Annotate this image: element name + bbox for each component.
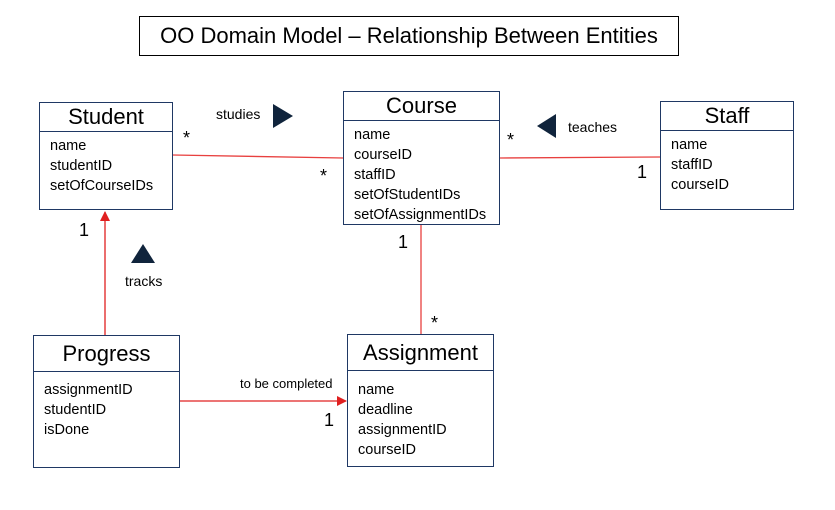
staff-class-name: Staff [661, 102, 793, 131]
diagram-title: OO Domain Model – Relationship Between E… [139, 16, 679, 56]
course-class-name: Course [344, 92, 499, 121]
assignment-class: Assignment name deadline assignmentID co… [347, 334, 494, 467]
assignment-attributes: name deadline assignmentID courseID [348, 371, 493, 460]
assignment-attr: courseID [358, 442, 417, 458]
progress-attr: assignmentID [44, 382, 133, 398]
student-attr: studentID [50, 158, 113, 174]
tracks-label: tracks [125, 273, 163, 289]
studies-label: studies [216, 106, 261, 122]
to-be-completed-assignment-multiplicity: 1 [324, 410, 335, 430]
staff-attr: staffID [671, 157, 713, 173]
teaches-direction-icon [537, 114, 556, 138]
assignment-attr: deadline [358, 402, 413, 418]
course-attr: setOfStudentIDs [354, 187, 461, 203]
teaches-label: teaches [568, 119, 618, 135]
student-attr: name [50, 138, 87, 154]
assignment-class-name: Assignment [348, 335, 493, 371]
staff-class: Staff name staffID courseID [660, 101, 794, 210]
student-attr: setOfCourseIDs [50, 178, 154, 194]
student-class-name: Student [40, 103, 172, 132]
teaches-staff-multiplicity: 1 [637, 162, 648, 182]
progress-class: Progress assignmentID studentID isDone [33, 335, 180, 468]
course-attr: setOfAssignmentIDs [354, 207, 487, 223]
teaches-line [499, 156, 661, 159]
studies-line [172, 154, 344, 159]
course-assignment-assignment-multiplicity: * [431, 313, 439, 333]
course-attr: staffID [354, 167, 396, 183]
course-attributes: name courseID staffID setOfStudentIDs se… [344, 121, 499, 225]
course-assignment-course-multiplicity: 1 [398, 232, 409, 252]
progress-attr: studentID [44, 402, 107, 418]
teaches-course-multiplicity: * [507, 130, 515, 150]
to-be-completed-label: to be completed [240, 376, 333, 391]
progress-class-name: Progress [34, 336, 179, 372]
studies-student-multiplicity: * [183, 128, 191, 148]
course-attr: courseID [354, 147, 413, 163]
course-class: Course name courseID staffID setOfStuden… [343, 91, 500, 225]
student-class: Student name studentID setOfCourseIDs [39, 102, 173, 210]
studies-direction-icon [273, 104, 293, 128]
course-attr: name [354, 127, 391, 143]
tracks-direction-icon [131, 244, 155, 263]
student-attributes: name studentID setOfCourseIDs [40, 132, 172, 196]
staff-attr: courseID [671, 177, 730, 193]
staff-attr: name [671, 137, 708, 153]
progress-attributes: assignmentID studentID isDone [34, 372, 179, 440]
staff-attributes: name staffID courseID [661, 131, 793, 195]
assignment-attr: assignmentID [358, 422, 447, 438]
studies-course-multiplicity: * [320, 166, 328, 186]
tracks-student-multiplicity: 1 [79, 220, 90, 240]
progress-attr: isDone [44, 422, 90, 438]
assignment-attr: name [358, 382, 395, 398]
